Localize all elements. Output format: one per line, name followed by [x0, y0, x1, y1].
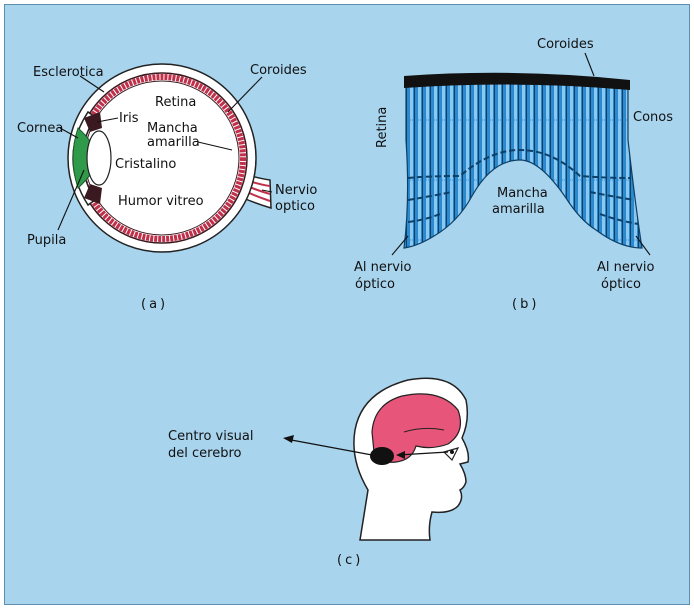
- label-centro-visual-2: del cerebro: [168, 446, 241, 461]
- pointer-arrowhead: [283, 435, 294, 443]
- label-centro-visual-1: Centro visual: [168, 429, 253, 444]
- eye-pupil: [450, 450, 454, 454]
- caption-c: (c): [337, 553, 363, 568]
- visual-centre: [370, 447, 394, 465]
